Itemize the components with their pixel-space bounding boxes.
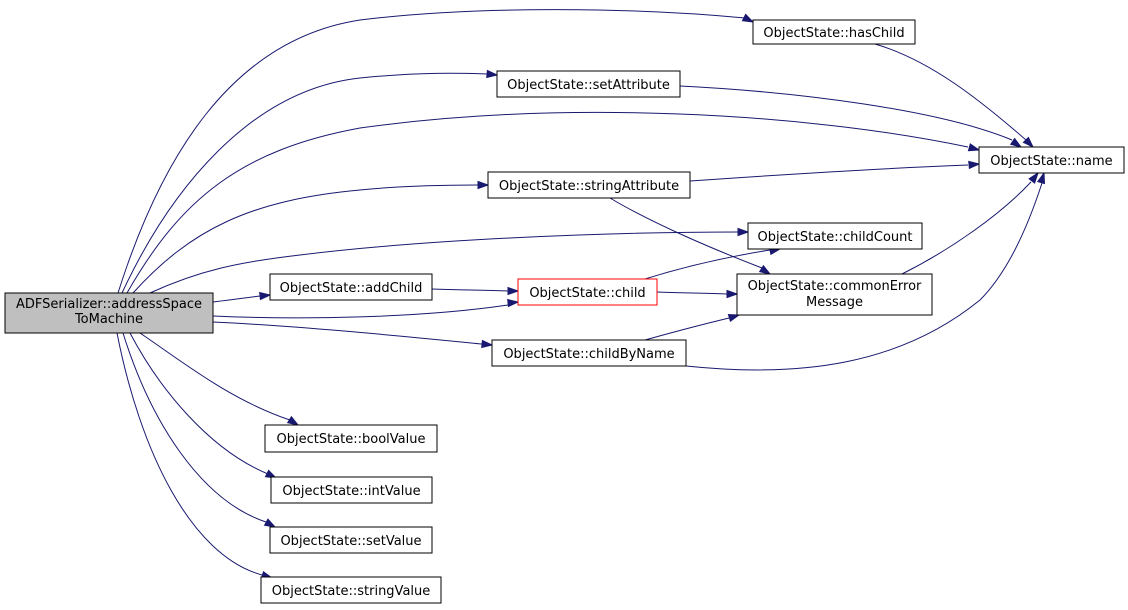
node-name-label: ObjectState::name (990, 154, 1112, 169)
edge-root-to-child-count-arrowhead (737, 227, 750, 237)
edge-root-to-set-value (122, 332, 267, 523)
edge-root-to-set-value-arrowhead (263, 518, 277, 528)
edge-set-attribute-to-name (679, 85, 1013, 141)
nodes-layer: ADFSerializer::addressSpace ToMachine Ob… (4, 19, 1125, 604)
edge-root-to-child-arrowhead (507, 298, 520, 308)
edge-string-attribute-to-common-error-message (609, 197, 763, 269)
edge-root-to-child-by-name (212, 321, 483, 345)
edge-root-to-set-attribute (121, 72, 488, 294)
node-child-count[interactable]: ObjectState::childCount (747, 222, 923, 250)
edge-child-by-name-to-name (685, 182, 1043, 371)
node-int-value-label: ObjectState::intValue (282, 484, 420, 499)
edge-root-to-has-child-arrowhead (741, 13, 755, 23)
edge-add-child-to-child (431, 288, 509, 292)
edge-add-child-to-child-arrowhead (507, 286, 520, 296)
node-string-attribute[interactable]: ObjectState::stringAttribute (487, 171, 691, 199)
edge-set-attribute-to-name-arrowhead (1009, 137, 1023, 148)
node-root[interactable]: ADFSerializer::addressSpace ToMachine (4, 292, 214, 334)
node-int-value[interactable]: ObjectState::intValue (270, 476, 433, 504)
edge-string-attribute-to-name-arrowhead (968, 160, 981, 170)
node-set-attribute-label: ObjectState::setAttribute (507, 78, 670, 93)
edge-root-to-set-attribute-arrowhead (486, 69, 499, 79)
node-name[interactable]: ObjectState::name (978, 146, 1125, 174)
node-add-child-label: ObjectState::addChild (280, 281, 423, 296)
edge-root-to-add-child (212, 295, 261, 303)
edge-string-attribute-to-common-error-message-arrowhead (758, 264, 772, 275)
edge-child-to-child-count (644, 249, 771, 280)
edge-common-error-message-to-name-arrowhead (1028, 171, 1039, 184)
node-child-by-name-label: ObjectState::childByName (503, 347, 674, 362)
node-string-attribute-label: ObjectState::stringAttribute (499, 179, 679, 194)
node-string-value-label: ObjectState::stringValue (272, 584, 431, 599)
node-child-label: ObjectState::child (529, 286, 645, 301)
edge-root-to-bool-value-arrowhead (286, 415, 300, 426)
edge-child-to-common-error-message (656, 291, 728, 295)
edge-child-by-name-to-common-error-message-arrowhead (727, 313, 741, 323)
edge-root-to-add-child-arrowhead (259, 291, 272, 301)
edge-child-to-common-error-message-arrowhead (726, 289, 739, 299)
node-string-value[interactable]: ObjectState::stringValue (260, 576, 442, 604)
edge-root-to-name (126, 112, 969, 294)
edge-has-child-to-name-arrowhead (1022, 136, 1035, 149)
edge-string-attribute-to-name (689, 164, 969, 182)
edge-root-to-string-attribute-arrowhead (477, 180, 490, 190)
edge-root-to-has-child (117, 9, 746, 294)
edge-root-to-int-value (129, 332, 269, 475)
node-set-value-label: ObjectState::setValue (280, 534, 421, 549)
edge-child-by-name-to-common-error-message (644, 317, 730, 341)
node-child-by-name[interactable]: ObjectState::childByName (491, 339, 687, 367)
node-common-error-message-label-line-2: Message (806, 295, 863, 310)
node-has-child[interactable]: ObjectState::hasChild (752, 19, 916, 45)
edge-root-to-bool-value (139, 332, 291, 421)
edge-root-to-string-value (116, 332, 263, 576)
edge-root-to-child-by-name-arrowhead (481, 339, 494, 349)
node-bool-value[interactable]: ObjectState::boolValue (264, 424, 438, 453)
edges-layer (116, 9, 1046, 580)
node-add-child[interactable]: ObjectState::addChild (269, 273, 433, 301)
node-common-error-message[interactable]: ObjectState::commonError Message (736, 273, 933, 316)
edge-root-to-string-attribute (132, 184, 479, 294)
node-set-attribute[interactable]: ObjectState::setAttribute (496, 70, 681, 98)
node-common-error-message-label-line-1: ObjectState::commonError (748, 279, 922, 294)
node-child-count-label: ObjectState::childCount (758, 230, 913, 245)
node-child[interactable]: ObjectState::child (517, 278, 658, 306)
edge-root-to-name-arrowhead (967, 143, 981, 152)
node-root-label-line-2: ToMachine (74, 312, 143, 327)
edge-has-child-to-name (874, 43, 1027, 141)
node-set-value[interactable]: ObjectState::setValue (269, 526, 433, 554)
edge-root-to-child (212, 304, 509, 319)
edge-root-to-child-count (149, 231, 739, 294)
edge-common-error-message-to-name (901, 181, 1032, 275)
edge-child-by-name-to-name-arrowhead (1036, 171, 1046, 185)
node-root-label-line-1: ADFSerializer::addressSpace (16, 297, 202, 312)
node-has-child-label: ObjectState::hasChild (763, 26, 904, 41)
node-bool-value-label: ObjectState::boolValue (277, 432, 426, 447)
